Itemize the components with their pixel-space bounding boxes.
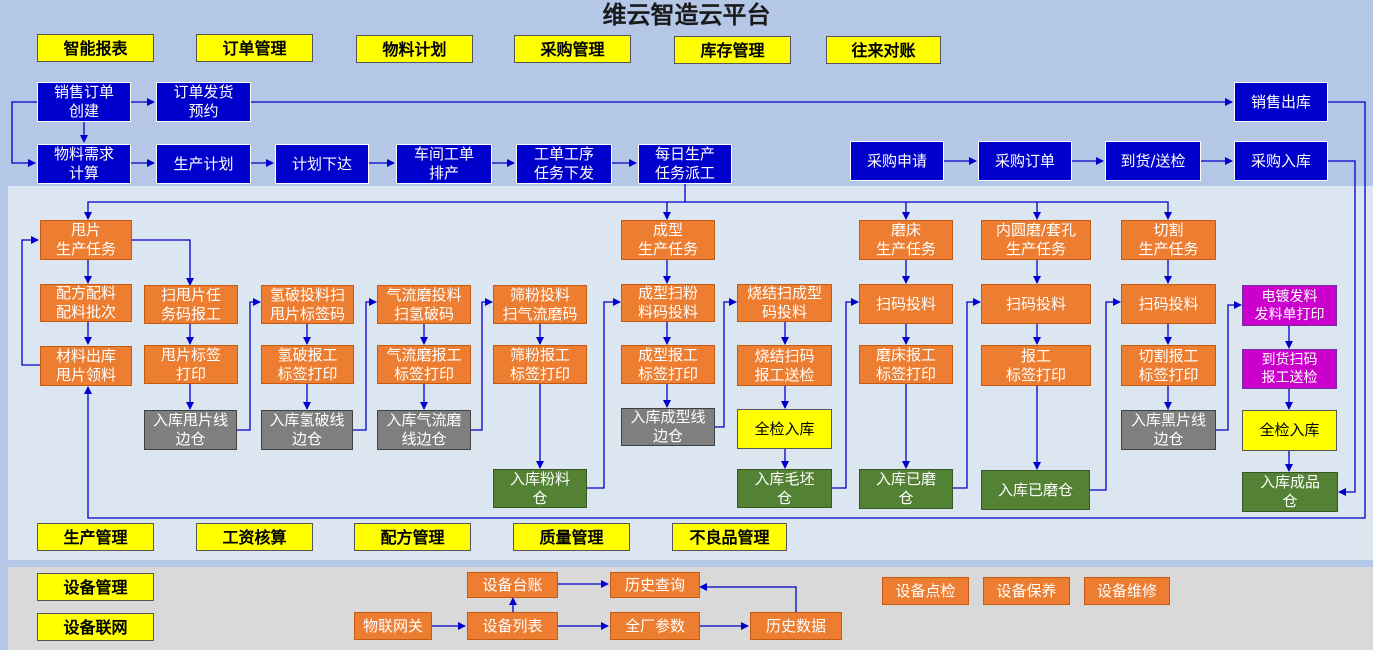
cutting-report-print[interactable]: 切割报工 标签打印 [1121,345,1216,386]
sales-outbound[interactable]: 销售出库 [1234,82,1328,122]
module-equipment-management[interactable]: 设备管理 [37,573,154,601]
full-inspect-inbound[interactable]: 全检入库 [737,409,832,449]
internal-grind-report-print[interactable]: 报工 标签打印 [981,345,1091,386]
shuai-line-warehouse[interactable]: 入库甩片线 边仓 [144,410,237,450]
module-defect-management[interactable]: 不良品管理 [672,523,787,551]
purchase-order[interactable]: 采购订单 [978,141,1072,181]
plating-material-issue[interactable]: 电镀发料 发料单打印 [1242,285,1337,326]
blank-warehouse[interactable]: 入库毛坯 仓 [737,469,832,508]
hydrogen-feed-scan[interactable]: 氢破投料扫 甩片标签码 [261,285,354,324]
hydrogen-line-warehouse[interactable]: 入库氢破线 边仓 [261,410,353,450]
module-material-plan[interactable]: 物料计划 [356,35,473,63]
sinter-feed-scan[interactable]: 烧结扫成型 码投料 [737,284,832,322]
material-requirement-calc[interactable]: 物料需求 计算 [37,144,131,184]
equipment-ledger[interactable]: 设备台账 [467,572,558,598]
grinder-report-print[interactable]: 磨床报工 标签打印 [859,345,953,384]
production-plan[interactable]: 生产计划 [156,144,251,184]
equipment-repair[interactable]: 设备维修 [1084,577,1170,605]
history-query[interactable]: 历史查询 [610,572,700,598]
jetmill-report-print[interactable]: 气流磨报工 标签打印 [377,345,471,384]
cutting-production-task[interactable]: 切割 生产任务 [1121,220,1216,260]
formula-batching[interactable]: 配方配料 配料批次 [40,284,132,322]
shuai-label-print[interactable]: 甩片标签 打印 [144,345,238,384]
powder-warehouse[interactable]: 入库粉料 仓 [493,469,587,508]
forming-feed-scan[interactable]: 成型扫粉 料码投料 [621,284,715,322]
ground-warehouse-b[interactable]: 入库已磨仓 [981,470,1090,510]
purchase-request[interactable]: 采购申请 [850,141,944,181]
full-inspect-inbound-final[interactable]: 全检入库 [1242,410,1337,451]
arrival-inspection[interactable]: 到货/送检 [1105,141,1201,181]
order-delivery-booking[interactable]: 订单发货 预约 [156,82,251,122]
sieve-report-print[interactable]: 筛粉报工 标签打印 [493,345,587,384]
plan-release[interactable]: 计划下达 [275,144,369,184]
equipment-list[interactable]: 设备列表 [467,612,558,640]
equipment-check[interactable]: 设备点检 [882,577,969,605]
module-equipment-networking[interactable]: 设备联网 [37,613,154,641]
sieve-feed-scan[interactable]: 筛粉投料 扫气流磨码 [493,285,587,324]
arrival-scan-inspect[interactable]: 到货扫码 报工送检 [1242,349,1337,389]
history-data[interactable]: 历史数据 [750,612,842,640]
grinder-production-task[interactable]: 磨床 生产任务 [859,220,953,260]
ground-warehouse-a[interactable]: 入库已磨 仓 [859,469,953,509]
jetmill-line-warehouse[interactable]: 入库气流磨 线边仓 [377,410,471,450]
module-purchase-management[interactable]: 采购管理 [514,35,631,63]
module-payroll[interactable]: 工资核算 [196,523,313,551]
hydrogen-report-print[interactable]: 氢破报工 标签打印 [261,345,354,384]
forming-report-print[interactable]: 成型报工 标签打印 [621,345,715,384]
finished-goods-warehouse[interactable]: 入库成品 仓 [1242,472,1338,512]
module-order-management[interactable]: 订单管理 [196,34,313,62]
internal-grind-scan-feed[interactable]: 扫码投料 [981,284,1091,324]
iot-gateway[interactable]: 物联网关 [354,612,432,640]
module-inventory-management[interactable]: 库存管理 [674,36,791,64]
purchase-inbound[interactable]: 采购入库 [1234,141,1328,181]
jetmill-feed-scan[interactable]: 气流磨投料 扫氢破码 [377,285,471,324]
internal-grind-task[interactable]: 内圆磨/套孔 生产任务 [981,220,1091,260]
shuai-production-task[interactable]: 甩片 生产任务 [40,220,132,260]
sales-order-create[interactable]: 销售订单 创建 [37,82,131,122]
material-outbound[interactable]: 材料出库 甩片领料 [40,346,132,386]
daily-task-assignment[interactable]: 每日生产 任务派工 [638,144,732,184]
sinter-report-inspect[interactable]: 烧结扫码 报工送检 [737,345,832,386]
module-quality-management[interactable]: 质量管理 [513,523,630,551]
black-piece-warehouse[interactable]: 入库黑片线 边仓 [1121,410,1216,450]
forming-production-task[interactable]: 成型 生产任务 [621,220,715,260]
equipment-maintenance[interactable]: 设备保养 [983,577,1070,605]
module-smart-report[interactable]: 智能报表 [37,34,154,62]
module-production-management[interactable]: 生产管理 [37,523,154,551]
workshop-order-scheduling[interactable]: 车间工单 排产 [396,144,492,184]
grinder-scan-feed[interactable]: 扫码投料 [859,284,953,324]
cutting-scan-feed[interactable]: 扫码投料 [1121,284,1216,324]
scan-shuai-task-report[interactable]: 扫甩片任 务码报工 [144,285,238,324]
module-formula-management[interactable]: 配方管理 [354,523,471,551]
module-account-reconciliation[interactable]: 往来对账 [826,36,941,64]
forming-line-warehouse[interactable]: 入库成型线 边仓 [621,408,715,446]
page-title: 维云智造云平台 [602,1,771,29]
plant-parameters[interactable]: 全厂参数 [610,612,700,640]
process-task-dispatch[interactable]: 工单工序 任务下发 [516,144,612,184]
